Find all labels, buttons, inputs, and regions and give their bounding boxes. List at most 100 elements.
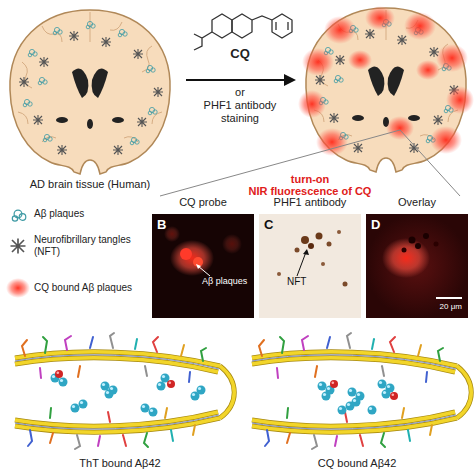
panel-annotation: 20 μm <box>440 302 462 312</box>
micrograph-image <box>152 214 254 318</box>
illustration-part <box>298 90 326 118</box>
illustration-part <box>308 243 314 249</box>
illustration-part <box>434 242 439 247</box>
illustration-part <box>348 388 357 397</box>
illustration-part <box>180 248 192 260</box>
brain-right <box>298 6 474 172</box>
micrograph <box>259 214 361 318</box>
illustration-part <box>272 14 292 38</box>
fibril-cq <box>252 333 471 449</box>
legend-icons <box>6 210 30 298</box>
illustration-part <box>423 233 429 239</box>
micrograph <box>152 214 254 318</box>
illustration-part <box>366 214 468 318</box>
illustration-part <box>252 16 272 20</box>
label-text: CQ bound Aβ42 <box>318 457 397 470</box>
illustration-part <box>324 16 356 44</box>
illustration-part <box>322 392 331 401</box>
illustration-part <box>337 230 341 234</box>
legend-text: CQ bound Aβ plaques <box>34 282 132 294</box>
illustration-part <box>105 390 114 399</box>
illustration-part <box>338 406 347 415</box>
cq-structure <box>194 14 292 50</box>
illustration-part <box>197 386 206 395</box>
panel-annotation: Aβ plaques <box>202 276 247 287</box>
legend-text: Aβ plaques <box>34 208 84 220</box>
panel-title: CQ probe <box>152 196 254 209</box>
illustration-part <box>194 32 212 50</box>
illustration-part <box>222 234 242 254</box>
panel-annotation: NFT <box>287 276 306 288</box>
illustration-part <box>141 404 150 413</box>
illustration-part <box>343 282 348 287</box>
illustration-part <box>436 297 462 299</box>
illustration-part <box>303 249 309 255</box>
illustration-part <box>149 408 158 417</box>
illustration-part <box>316 233 323 240</box>
illustration-part <box>306 8 466 172</box>
illustration-part <box>330 380 338 388</box>
label-text: turn-on <box>291 173 329 186</box>
illustration-part <box>196 264 201 269</box>
illustration-part <box>71 404 80 413</box>
legend-text: Neurofibrillary tangles (NFT) <box>34 234 146 258</box>
image-panel: PHF1 antibodyC NFT <box>259 196 361 320</box>
illustration-part <box>386 116 414 140</box>
illustration-part <box>164 226 180 242</box>
illustration-part <box>59 378 68 387</box>
illustration-part <box>382 390 391 399</box>
illustration-part <box>402 248 407 253</box>
illustration-part <box>232 14 252 38</box>
label-text: ThT bound Aβ42 <box>79 457 160 470</box>
illustration-part <box>436 44 468 72</box>
image-panel: OverlayD 20 μm <box>366 196 468 320</box>
panel-letter: C <box>264 217 273 233</box>
illustration-part <box>79 400 88 409</box>
illustration-part <box>368 406 377 415</box>
illustration-part <box>101 382 110 391</box>
illustration-part <box>15 333 234 449</box>
illustration-part <box>416 60 440 80</box>
reaction-arrow <box>186 74 296 86</box>
illustration-part <box>390 392 398 400</box>
illustration-part <box>259 214 361 318</box>
illustration-part <box>252 333 471 449</box>
illustration-part <box>365 6 395 30</box>
illustration-part <box>152 214 254 318</box>
panel-letter: B <box>157 217 166 233</box>
panel-letter: D <box>371 217 380 233</box>
label-text: AD brain tissue (Human) <box>30 178 150 191</box>
illustration-part <box>212 14 232 38</box>
illustration-part <box>348 50 372 70</box>
illustration-part <box>297 252 306 276</box>
illustration-part <box>430 126 462 154</box>
panel-title: PHF1 antibody <box>259 196 361 209</box>
image-panel: CQ probeB Aβ plaques <box>152 196 254 320</box>
illustration-part <box>404 12 436 40</box>
illustration-part <box>302 48 334 76</box>
illustration-part <box>12 210 25 221</box>
brain-left <box>10 10 170 174</box>
illustration-part <box>378 380 387 389</box>
illustration-part <box>157 382 166 391</box>
illustration-part <box>55 370 63 378</box>
illustration-part <box>277 272 281 276</box>
illustration-part <box>11 239 26 254</box>
illustration-part <box>301 236 309 244</box>
illustration-part <box>284 74 296 86</box>
illustration-part <box>400 130 460 196</box>
illustration-part <box>382 238 430 278</box>
illustration-part <box>161 374 170 383</box>
illustration-part <box>12 210 25 221</box>
illustration-part <box>186 79 287 81</box>
illustration-part <box>415 243 421 249</box>
illustration-part <box>167 380 175 388</box>
illustration-part <box>276 22 288 30</box>
label-text: PHF1 antibody staining <box>190 99 290 125</box>
illustration-part <box>318 382 327 391</box>
illustration-part <box>446 86 474 114</box>
illustration-part <box>295 248 300 253</box>
illustration-part <box>198 266 210 276</box>
panel-title: Overlay <box>366 196 468 209</box>
